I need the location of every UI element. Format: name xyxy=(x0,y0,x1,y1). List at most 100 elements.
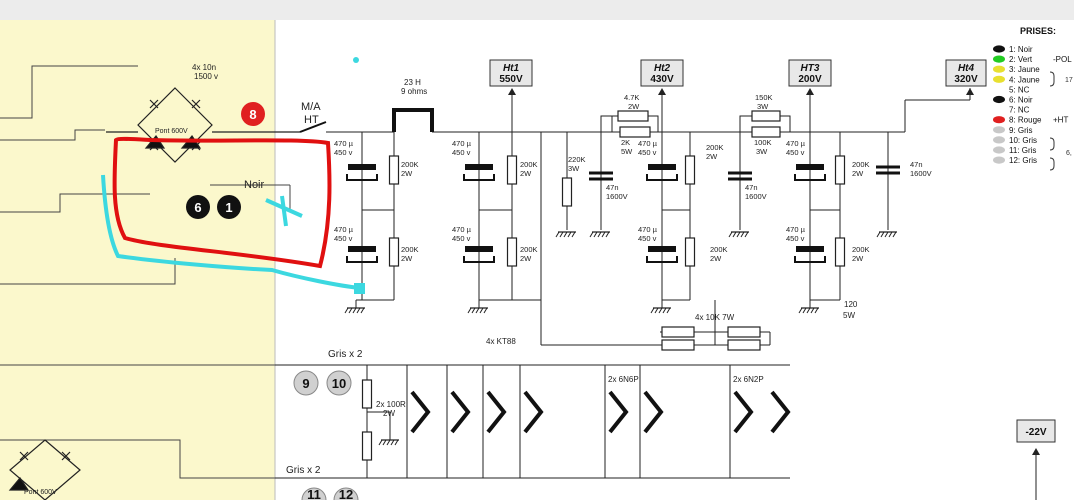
svg-text:4.7K: 4.7K xyxy=(624,93,639,102)
svg-text:100K: 100K xyxy=(754,138,772,147)
svg-text:1600V: 1600V xyxy=(910,169,932,178)
rail-ht1: Ht1 550V xyxy=(489,59,533,132)
svg-text:2K: 2K xyxy=(621,138,630,147)
res-10k-block xyxy=(661,326,761,351)
tube-filament-4 xyxy=(523,390,543,434)
svg-text:450 v: 450 v xyxy=(786,148,805,157)
prise-item: 8: Rouge+HT xyxy=(993,116,1068,125)
svg-text:470 µ: 470 µ xyxy=(334,225,354,234)
svg-text:Ht4: Ht4 xyxy=(958,63,975,74)
choke-ohm-label: 9 ohms xyxy=(401,87,427,96)
rail-negative: -22V xyxy=(1016,419,1056,500)
prise-color-dot xyxy=(993,126,1005,134)
svg-text:Ht1: Ht1 xyxy=(503,63,520,74)
svg-text:2W: 2W xyxy=(628,102,640,111)
res-200k-2a xyxy=(506,155,518,185)
schematic: 4x 10n 1500 v Pont 600V Pont 600V 8 6 1 … xyxy=(0,20,1073,500)
res-200k-1a xyxy=(388,155,400,185)
badge-8: 8 xyxy=(241,102,265,126)
svg-text:6: 6 xyxy=(194,200,201,215)
ground-2 xyxy=(467,307,489,314)
svg-text:11: 11 xyxy=(307,487,321,500)
res-200k-4b xyxy=(834,237,846,267)
filament-resistors xyxy=(361,379,373,461)
prises-side-17: 17 xyxy=(1065,77,1073,84)
badge-12: 12 xyxy=(333,487,359,500)
svg-text:200V: 200V xyxy=(798,74,822,85)
svg-text:200K: 200K xyxy=(710,245,728,254)
prise-item: 4: Jaune xyxy=(993,75,1040,84)
tube-filament-1 xyxy=(410,390,430,434)
svg-text:2W: 2W xyxy=(520,169,532,178)
bridge-voltage-label: 1500 v xyxy=(194,72,218,81)
prise-item: 1: Noir xyxy=(993,45,1033,54)
svg-text:200K: 200K xyxy=(401,160,419,169)
tube-filament-6 xyxy=(643,390,663,434)
svg-text:450 v: 450 v xyxy=(334,148,353,157)
svg-text:200K: 200K xyxy=(706,143,724,152)
prise-color-dot xyxy=(993,75,1005,83)
rail-ht3: HT3 200V xyxy=(788,59,832,132)
ma-label: M/A xyxy=(301,101,321,113)
svg-text:8: 8 xyxy=(249,107,256,122)
svg-text:2W: 2W xyxy=(852,169,864,178)
badge-1: 1 xyxy=(217,195,241,219)
prise-item: 9: Gris xyxy=(993,126,1033,135)
svg-text:2W: 2W xyxy=(706,152,718,161)
rail-ht4: Ht4 320V xyxy=(945,59,987,95)
gris-top-label: Gris x 2 xyxy=(328,349,363,360)
svg-text:2W: 2W xyxy=(401,169,413,178)
svg-text:470 µ: 470 µ xyxy=(786,139,806,148)
svg-text:-22V: -22V xyxy=(1025,427,1046,438)
svg-text:220K: 220K xyxy=(568,155,586,164)
prise-color-dot xyxy=(993,136,1005,144)
svg-text:47n: 47n xyxy=(606,183,619,192)
svg-text:450 v: 450 v xyxy=(452,234,471,243)
bridge-caps-label: 4x 10n xyxy=(192,63,216,72)
prise-color-dot xyxy=(993,65,1005,73)
prise-brace xyxy=(1049,157,1055,171)
annotation-cyan-x xyxy=(265,195,303,227)
svg-text:1: 1 xyxy=(225,200,232,215)
ground-6 xyxy=(728,231,750,238)
svg-text:470 µ: 470 µ xyxy=(334,139,354,148)
ground-3 xyxy=(555,231,577,238)
svg-text:470 µ: 470 µ xyxy=(638,225,658,234)
prise-label: 7: NC xyxy=(1009,106,1030,115)
svg-text:150K: 150K xyxy=(755,93,773,102)
svg-text:470 µ: 470 µ xyxy=(786,225,806,234)
svg-text:450 v: 450 v xyxy=(638,234,657,243)
svg-text:HT3: HT3 xyxy=(801,63,820,74)
prises-side-6: 6, xyxy=(1066,150,1072,157)
svg-text:200K: 200K xyxy=(520,160,538,169)
prise-item: 3: Jaune xyxy=(993,65,1040,74)
bridge-bottom-pont-label: Pont 600V xyxy=(24,489,57,496)
badge-10: 10 xyxy=(326,370,352,396)
svg-text:470 µ: 470 µ xyxy=(452,139,472,148)
svg-text:3W: 3W xyxy=(757,102,769,111)
svg-text:1600V: 1600V xyxy=(606,192,628,201)
svg-text:470 µ: 470 µ xyxy=(638,139,658,148)
bridge-rectifier-top xyxy=(106,87,300,163)
svg-text:450 v: 450 v xyxy=(638,148,657,157)
svg-text:200K: 200K xyxy=(520,245,538,254)
prise-item: 6: Noir xyxy=(993,96,1033,105)
res-220k xyxy=(561,177,573,207)
r120w-label: 5W xyxy=(843,311,855,320)
res-200k-3b xyxy=(684,237,696,267)
fil-r-label: 2x 100R xyxy=(376,400,406,409)
prise-label: 9: Gris xyxy=(1009,126,1033,135)
prise-color-dot xyxy=(993,55,1005,63)
choke-label: 23 H xyxy=(404,78,421,87)
res-200k-4a xyxy=(834,155,846,185)
svg-text:200K: 200K xyxy=(852,160,870,169)
prise-item: 5: NC xyxy=(1009,85,1030,94)
svg-text:1600V: 1600V xyxy=(745,192,767,201)
res-200k-3a xyxy=(684,155,696,185)
ground-5 xyxy=(650,307,672,314)
annotation-red-loop xyxy=(112,136,332,269)
svg-text:2W: 2W xyxy=(710,254,722,263)
prise-item: 2: Vert-POL xyxy=(993,55,1072,64)
badge-6: 6 xyxy=(186,195,210,219)
